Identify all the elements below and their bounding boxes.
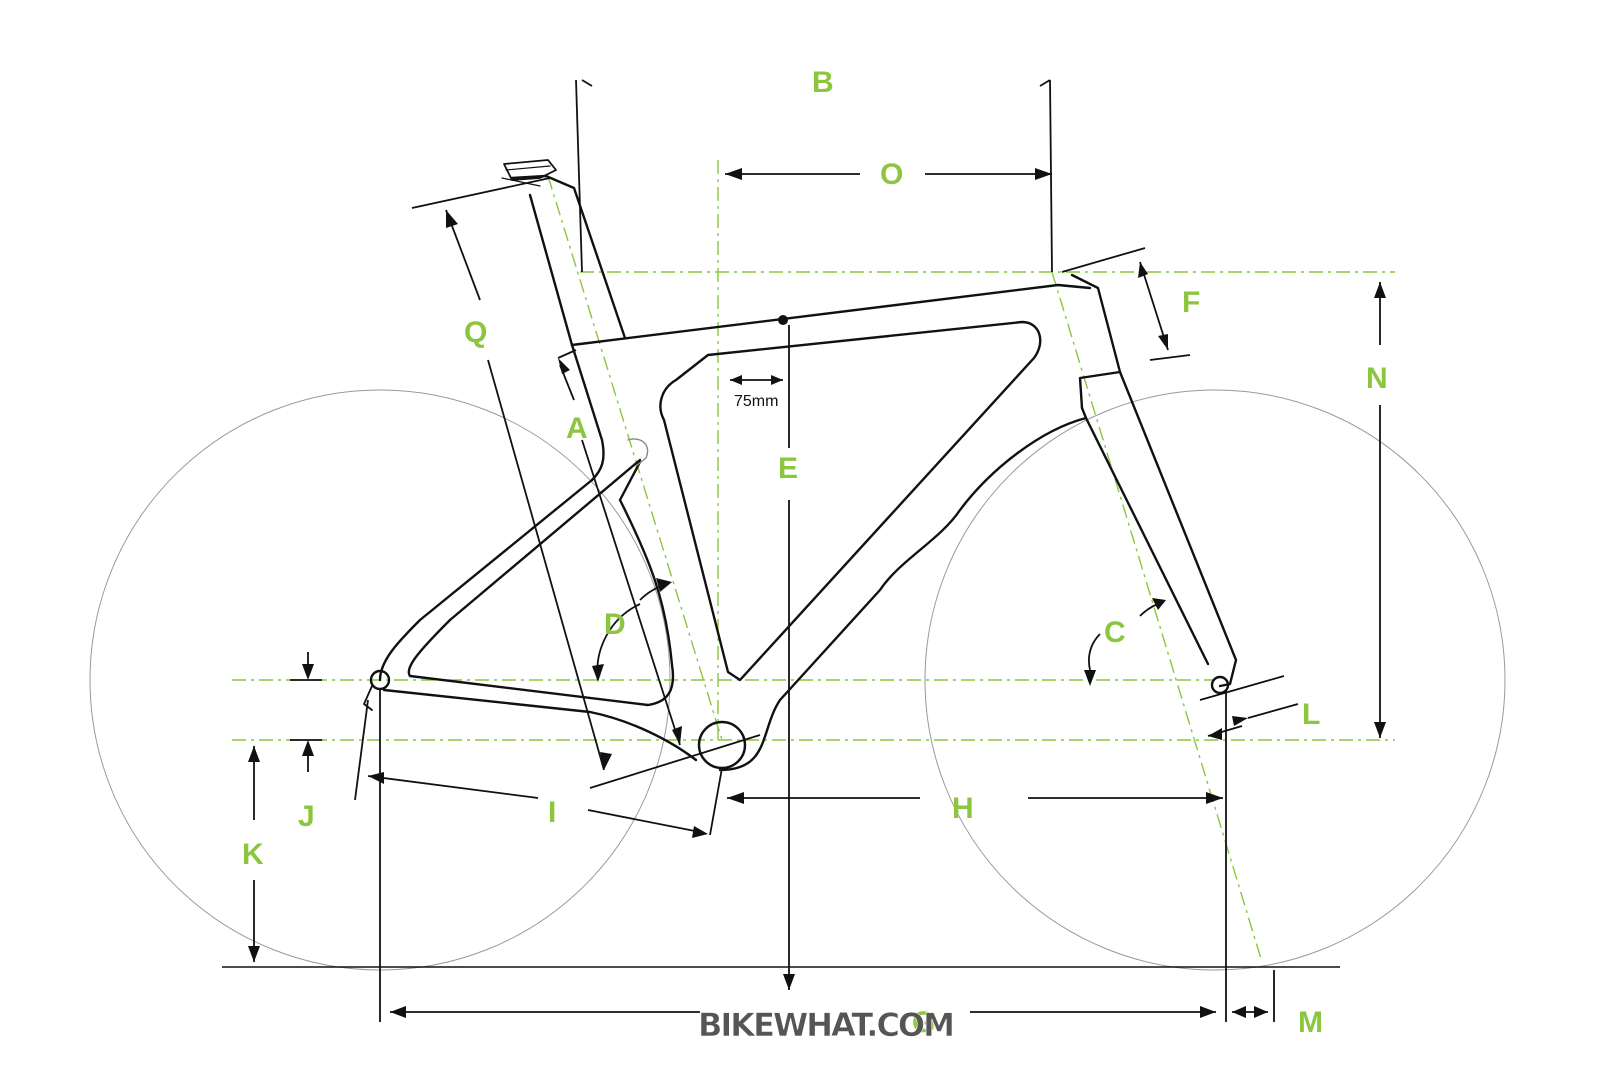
arrowheads [248,168,1386,1018]
label-k: K [242,838,264,871]
front-wheel [924,389,1506,971]
main-triangle [659,320,1042,682]
reach-point [778,315,788,325]
label-j: J [298,800,315,833]
label-c: C [1104,616,1126,649]
seatpost [510,174,627,340]
watermark: BIKEWHAT.COM [698,1006,953,1044]
frame [363,159,1238,772]
bottom-bracket [697,720,747,770]
label-b: B [812,66,834,99]
seat-tube [570,343,605,482]
label-e: E [778,452,798,485]
offset-note: 75mm [734,393,778,410]
centerlines [232,160,1395,963]
seat-stay [378,478,594,682]
rear-dropout [369,669,391,691]
down-tube [718,416,1088,772]
front-dropout [1210,675,1230,695]
label-a: A [566,412,588,445]
label-g: G [912,1006,935,1039]
label-q: Q [464,316,487,349]
fork [1118,370,1238,688]
head-tube [1070,273,1122,410]
label-n: N [1366,362,1388,395]
saddle-clamp [503,159,557,181]
chain-stay [382,688,698,762]
label-d: D [604,608,626,641]
dimension-lines [253,79,1381,1022]
label-f: F [1182,286,1200,319]
label-l: L [1302,698,1320,731]
label-i: I [548,796,556,829]
label-o: O [880,158,903,191]
top-tube [570,283,1092,347]
label-h: H [952,792,974,825]
label-m: M [1298,1006,1323,1039]
